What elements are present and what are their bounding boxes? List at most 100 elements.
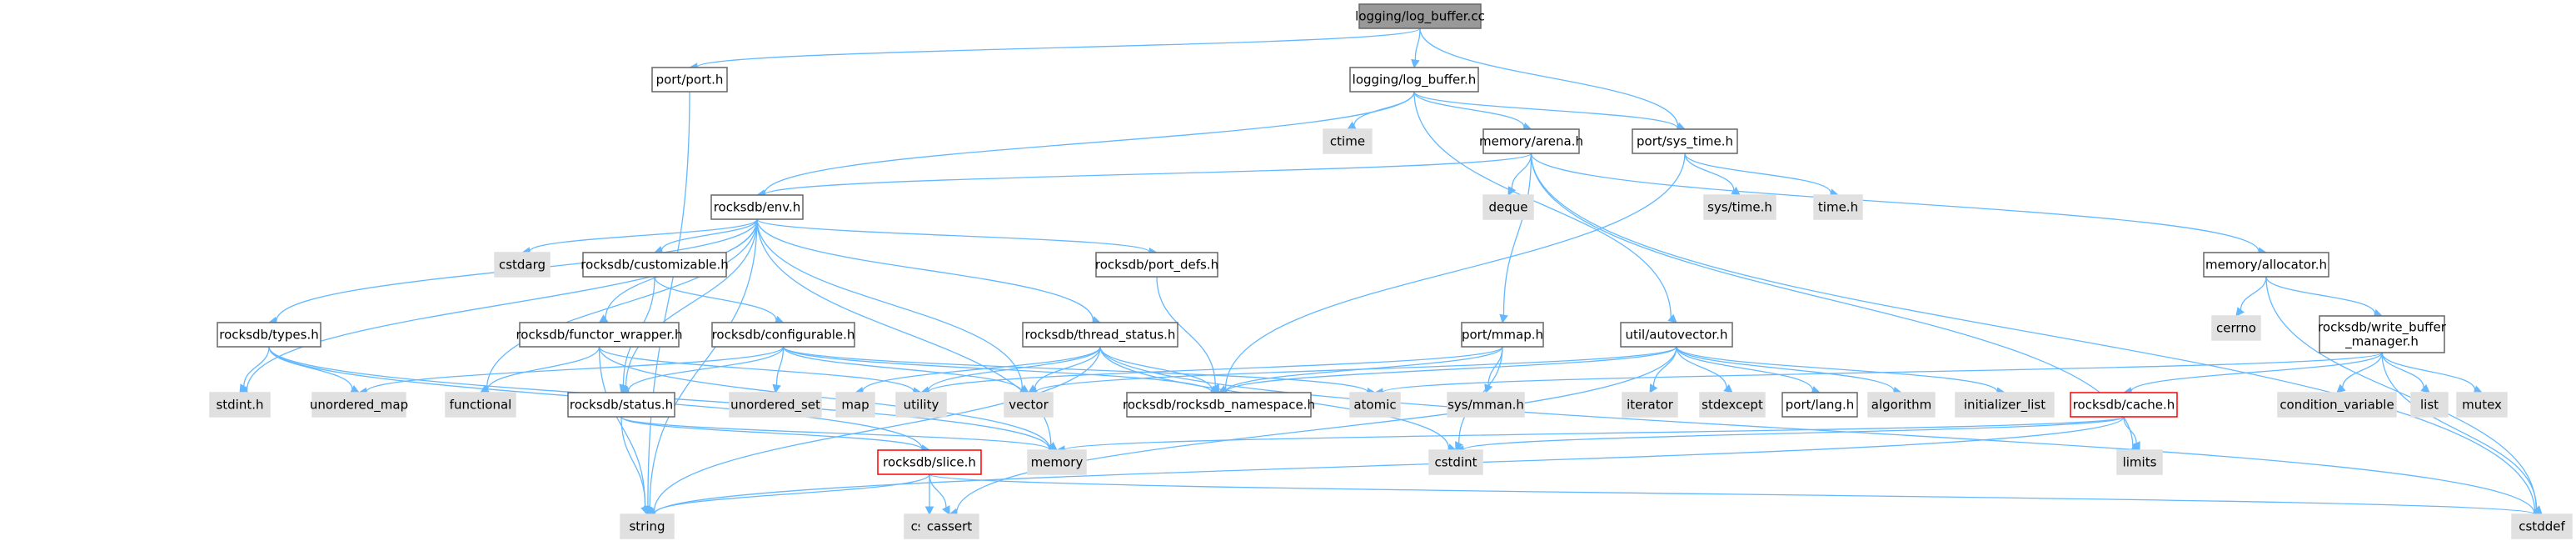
node-label: port/lang.h [1786, 398, 1854, 413]
node-label: memory/allocator.h [2205, 258, 2327, 273]
node-sys-mman[interactable]: sys/mman.h [1447, 392, 1525, 418]
node-list[interactable]: list [2410, 392, 2449, 418]
node-namespace-h[interactable]: rocksdb/rocksdb_namespace.h [1123, 392, 1315, 418]
node-write-buffer-manager[interactable]: rocksdb/write_buffer_manager.h [2318, 315, 2447, 353]
edge-allocator-to-write_buffer_manager [2265, 276, 2384, 318]
node-ctime[interactable]: ctime [1323, 128, 1373, 154]
node-box [1781, 392, 1858, 418]
node-mutex[interactable]: mutex [2456, 392, 2508, 418]
edge-port_port-to-string [643, 91, 690, 516]
node-port-lang[interactable]: port/lang.h [1781, 392, 1858, 418]
node-label: functional [450, 398, 512, 413]
node-label: _manager.h [2344, 334, 2419, 350]
node-label: port/mmap.h [1462, 328, 1543, 343]
node-initializer-list[interactable]: initializer_list [1955, 392, 2055, 418]
node-label: rocksdb/thread_status.h [1025, 328, 1176, 343]
node-cerrno[interactable]: cerrno [2211, 315, 2261, 341]
node-stdexcept[interactable]: stdexcept [1699, 392, 1766, 418]
edge-configurable-to-unordered_set [772, 346, 785, 394]
arrowhead [1411, 58, 1420, 69]
node-condition-variable[interactable]: condition_variable [2277, 392, 2397, 418]
node-box [1699, 392, 1766, 418]
node-limits[interactable]: limits [2116, 449, 2163, 475]
node-memory-arena[interactable]: memory/arena.h [1479, 128, 1583, 154]
edge-status_h-to-memory [620, 416, 1059, 454]
arrowhead [598, 314, 609, 323]
node-allocator[interactable]: memory/allocator.h [2203, 252, 2329, 278]
node-log-buffer-h[interactable]: logging/log_buffer.h [1349, 67, 1479, 93]
node-string[interactable]: string [620, 513, 675, 539]
node-box [2410, 392, 2449, 418]
node-types-h[interactable]: rocksdb/types.h [217, 322, 321, 348]
node-box [445, 392, 516, 418]
edge-configurable-to-namespace_h [782, 346, 1220, 397]
node-box [1622, 392, 1678, 418]
edge-write_buffer_manager-to-condition_variable [2336, 352, 2383, 393]
node-slice-h[interactable]: rocksdb/slice.h [877, 449, 982, 475]
node-box [877, 449, 982, 475]
edge-log_buffer_h-to-port_sys_time [1413, 91, 1687, 133]
arrowhead [1455, 441, 1463, 452]
node-customizable[interactable]: rocksdb/customizable.h [580, 252, 729, 278]
node-cassert[interactable]: cassert [919, 513, 979, 539]
node-label: list [2420, 398, 2439, 413]
node-box [1867, 392, 1936, 418]
node-box [2456, 392, 2508, 418]
nodes-layer: logging/log_buffer.cc port/port.h logging/… [209, 3, 2573, 539]
node-box [711, 322, 855, 348]
node-unordered-set[interactable]: unordered_set [729, 392, 822, 418]
node-box [1126, 392, 1312, 418]
edge-cache_h-to-cstdint [1454, 416, 2125, 454]
node-memory[interactable]: memory [1027, 449, 1087, 475]
node-label: memory [1031, 455, 1084, 470]
node-autovector[interactable]: util/autovector.h [1620, 322, 1733, 348]
edge-autovector-to-namespace_h [1218, 346, 1677, 397]
node-cstdint[interactable]: cstdint [1428, 449, 1483, 475]
node-box [1482, 194, 1534, 220]
node-label: logging/log_buffer.cc [1355, 9, 1485, 25]
node-port-sys-time[interactable]: port/sys_time.h [1632, 128, 1738, 154]
node-status-h[interactable]: rocksdb/status.h [567, 392, 675, 418]
node-label: port/sys_time.h [1637, 134, 1733, 150]
edge-status_h-to-string [620, 416, 650, 516]
node-port-port[interactable]: port/port.h [651, 67, 728, 93]
node-box [919, 513, 979, 539]
node-algorithm[interactable]: algorithm [1867, 392, 1936, 418]
node-cstddef[interactable]: cstddef [2511, 513, 2573, 539]
node-port-mmap[interactable]: port/mmap.h [1461, 322, 1544, 348]
node-box [1955, 392, 2055, 418]
node-cstdarg[interactable]: cstdarg [494, 252, 551, 278]
edge-cache_h-to-string [645, 416, 2125, 518]
node-atomic[interactable]: atomic [1349, 392, 1401, 418]
node-time-h[interactable]: time.h [1813, 194, 1863, 220]
arrowhead [239, 383, 248, 393]
node-functor-wrapper[interactable]: rocksdb/functor_wrapper.h [516, 322, 683, 348]
node-label: time.h [1818, 200, 1858, 215]
node-unordered-map[interactable]: unordered_map [310, 392, 408, 418]
node-configurable[interactable]: rocksdb/configurable.h [711, 322, 855, 348]
node-utility[interactable]: utility [895, 392, 947, 418]
node-label: stdint.h [216, 398, 263, 413]
node-functional[interactable]: functional [445, 392, 516, 418]
node-iterator[interactable]: iterator [1622, 392, 1678, 418]
edge-memory_arena-to-env_h [755, 153, 1532, 199]
node-map[interactable]: map [835, 392, 875, 418]
node-thread-status[interactable]: rocksdb/thread_status.h [1022, 322, 1178, 348]
edge-memory_arena-to-deque [1507, 153, 1532, 196]
node-deque[interactable]: deque [1482, 194, 1534, 220]
node-sys-time-h[interactable]: sys/time.h [1703, 194, 1776, 220]
node-cache-h[interactable]: rocksdb/cache.h [2070, 392, 2178, 418]
node-port-defs[interactable]: rocksdb/port_defs.h [1095, 252, 1218, 278]
edge-slice_h-to-string [645, 473, 930, 518]
node-env-h[interactable]: rocksdb/env.h [710, 194, 804, 220]
edge-cache_h-to-memory [1055, 416, 2125, 455]
node-box [729, 392, 822, 418]
node-label: logging/log_buffer.h [1353, 73, 1477, 88]
node-label: unordered_set [730, 398, 820, 413]
node-box [1349, 67, 1479, 93]
node-stdint-h[interactable]: stdint.h [209, 392, 271, 418]
node-root[interactable]: logging/log_buffer.cc [1355, 3, 1485, 29]
node-vector[interactable]: vector [1004, 392, 1054, 418]
node-label: map [841, 398, 869, 413]
node-box [1323, 128, 1373, 154]
